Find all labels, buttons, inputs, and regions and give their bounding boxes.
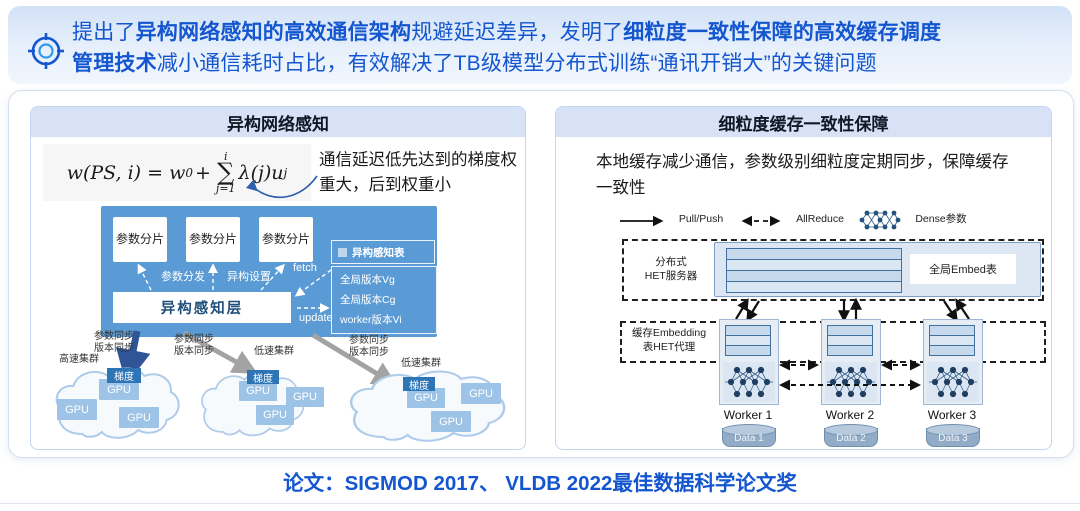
ps-architecture-diagram: 参数分片 参数分片 参数分片 参数分发 异构设置 异构感知层 异构感知表 全局版…: [101, 206, 437, 337]
param-shard-box: 参数分片: [113, 217, 167, 262]
headline-seg: 减小通信耗时占比，有效解决了TB级模型分布式训练“通讯开销大”的关键问题: [156, 52, 877, 75]
sum-symbol: ∑: [217, 157, 235, 186]
het-server-label-line: HET服务器: [644, 269, 698, 282]
headline: 提出了异构网络感知的高效通信架构规避延迟差异，发明了细粒度一致性保障的高效缓存调…: [72, 17, 952, 79]
bottom-divider: [0, 503, 1080, 504]
data-cylinder-label: Data 3: [938, 433, 968, 444]
gradient-badge: 梯度: [403, 377, 435, 392]
cluster-speed-label: 低速集群: [254, 346, 294, 357]
gpu-box: GPU: [57, 399, 97, 420]
gpu-box: GPU: [119, 407, 159, 428]
data-cylinder: Data 2: [824, 424, 878, 447]
het-server-label: 分布式 HET服务器: [632, 247, 710, 290]
hetero-table-title: 异构感知表: [331, 240, 435, 264]
cache-proxy-label-line: 表HET代理: [642, 341, 696, 353]
sync-label: 参数同步 版本同步: [94, 331, 134, 355]
gpu-box: GPU: [286, 387, 324, 407]
global-embed-table-label: 全局Embed表: [910, 254, 1016, 284]
data-cylinder-label: Data 1: [734, 433, 764, 444]
papers-awards-line: 论文：SIGMOD 2017、 VLDB 2022最佳数据科学论文奖: [283, 472, 797, 495]
sum-upper-limit: i: [223, 149, 228, 163]
pull-push-arrow-icon: [620, 215, 664, 227]
left-panel-title: 异构网络感知: [31, 107, 525, 137]
sync-line: 参数同步: [174, 334, 214, 345]
data-cylinder: Data 3: [926, 424, 980, 447]
worker-allreduce-arrows: [779, 359, 921, 391]
formula-term-sub: j: [283, 165, 288, 180]
formula-term: λ(j)u: [238, 161, 284, 184]
cluster-speed-label: 高速集群: [59, 354, 99, 365]
hetero-table-body: 全局版本Vg 全局版本Cg worker版本Vi: [331, 266, 437, 334]
annotation-arrow: [245, 175, 318, 199]
fetch-label: fetch: [293, 262, 317, 274]
right-panel-title: 细粒度缓存一致性保障: [556, 107, 1051, 137]
dense-params-icon: [859, 210, 901, 230]
diagram-arrows: [137, 263, 332, 313]
hetero-aware-layer: 异构感知层: [113, 292, 291, 323]
cache-proxy-label-line: 缓存Embedding: [631, 327, 707, 339]
sync-line: 版本同步: [94, 343, 134, 354]
gpu-box: GPU: [256, 405, 294, 425]
het-server-label-line: 分布式: [655, 255, 687, 268]
neural-net-icon: [723, 362, 775, 402]
gradient-badge: 梯度: [107, 368, 141, 383]
gradient-badge: 梯度: [247, 370, 279, 385]
worker-name: Worker 2: [816, 406, 884, 423]
het-server-dashed-box: [622, 239, 1044, 301]
hetero-config-label: 异构设置: [227, 271, 271, 283]
sum-lower-limit: j=1: [215, 182, 236, 196]
dispatch-label: 参数分发: [161, 271, 205, 283]
worker-name: Worker 1: [714, 406, 782, 423]
table-row: 全局版本Vg: [340, 274, 395, 286]
param-shard-box: 参数分片: [186, 217, 240, 262]
sync-line: 参数同步: [94, 331, 134, 342]
global-embed-table-graphic: [726, 248, 902, 293]
table-bullet-icon: [338, 247, 347, 257]
sync-line: 版本同步: [174, 346, 214, 357]
cluster-speed-label: 低速集群: [401, 358, 441, 369]
table-row: worker版本Vi: [340, 314, 402, 326]
formula-w0-sub: 0: [185, 165, 193, 180]
target-icon: [28, 33, 64, 69]
sync-label: 参数同步 版本同步: [174, 334, 214, 358]
update-label: update: [299, 312, 333, 324]
worker-name: Worker 3: [918, 406, 986, 423]
worker-box: [719, 319, 779, 405]
cache-proxy-label: 缓存Embedding 表HET代理: [625, 325, 713, 355]
headline-seg-bold: 异构网络感知的高效通信架构: [135, 21, 412, 44]
right-panel-cache-consistency: 细粒度缓存一致性保障 本地缓存减少通信，参数级别细粒度定期同步，保障缓存一致性 …: [555, 106, 1052, 450]
allreduce-arrow-icon: [741, 215, 781, 227]
panel-description: 本地缓存减少通信，参数级别细粒度定期同步，保障缓存一致性: [596, 153, 1009, 197]
legend-allreduce: AllReduce: [789, 208, 851, 229]
server-worker-arrows: [735, 297, 970, 321]
formula-plus: +: [194, 161, 211, 184]
neural-net-icon: [927, 362, 979, 402]
data-cylinder: Data 1: [722, 424, 776, 447]
table-row: 全局版本Cg: [340, 294, 396, 306]
legend-pull-push: Pull/Push: [672, 208, 730, 229]
param-shard-box: 参数分片: [259, 217, 313, 262]
worker-box: [923, 319, 983, 405]
gpu-box: GPU: [431, 411, 471, 432]
gpu-box: GPU: [407, 388, 445, 408]
hetero-table-title-text: 异构感知表: [352, 246, 405, 259]
headline-seg: 规避延迟差异，发明了: [411, 21, 624, 44]
sync-label: 参数同步 版本同步: [349, 335, 389, 359]
gpu-box: GPU: [461, 383, 501, 404]
cluster-sync-arrows: [115, 330, 398, 387]
legend-dense-params: Dense参数: [908, 208, 974, 229]
header-banner: 提出了异构网络感知的高效通信架构规避延迟差异，发明了细粒度一致性保障的高效缓存调…: [8, 6, 1072, 84]
sync-line: 参数同步: [349, 335, 389, 346]
gpu-box: GPU: [99, 379, 139, 400]
formula-lhs: w(PS, i) = w: [66, 161, 186, 184]
formula-annotation: 通信延迟低先达到的梯度权重大，后到权重小: [319, 151, 517, 194]
data-cylinder-label: Data 2: [836, 433, 866, 444]
headline-seg: 提出了: [72, 21, 136, 44]
headline-seg-bold: 细粒度一致性保障的高效缓存调度管理技术: [72, 21, 942, 75]
gpu-box: GPU: [239, 381, 277, 401]
sync-line: 版本同步: [349, 347, 389, 358]
